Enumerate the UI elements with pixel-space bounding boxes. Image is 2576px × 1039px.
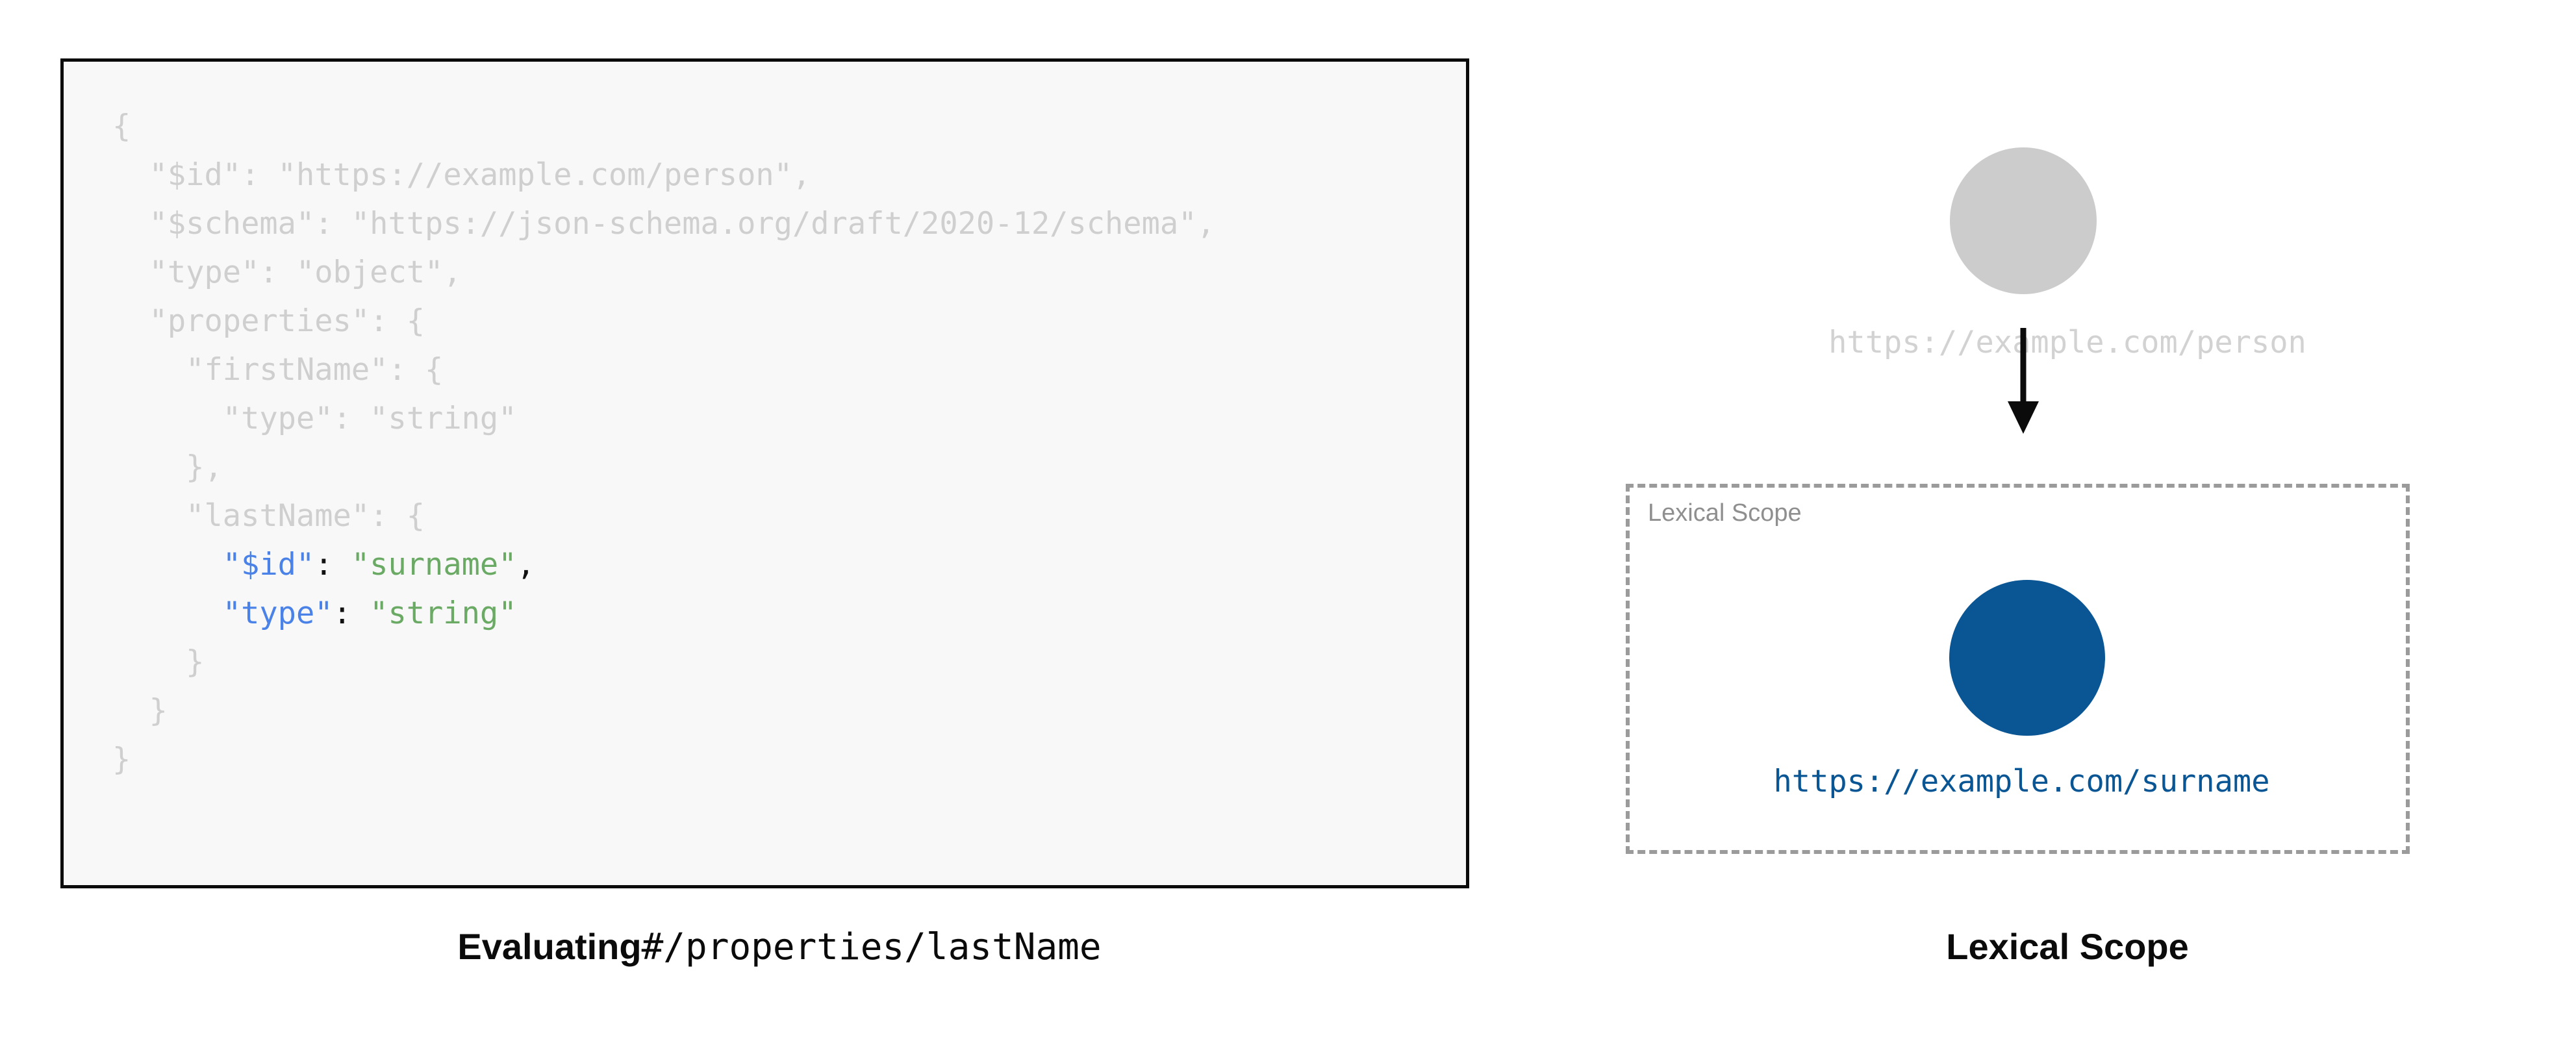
code-token: : — [333, 595, 370, 631]
outer-schema-node-label: https://example.com/person — [1828, 325, 2306, 360]
code-token — [112, 547, 223, 582]
code-line: } — [112, 735, 1215, 784]
code-token: "surname" — [351, 547, 517, 582]
code-token: { — [112, 108, 131, 144]
code-token: }, — [112, 449, 223, 485]
caption-pointer-label: #/properties/lastName — [641, 926, 1102, 968]
code-token: : — [314, 547, 351, 582]
code-line: } — [112, 638, 1215, 686]
code-token: "type" — [222, 595, 333, 631]
left-panel-caption: Evaluating#/properties/lastName — [0, 925, 1559, 968]
code-token: "$id": "https://example.com/person", — [112, 157, 811, 193]
code-line: "$schema": "https://json-schema.org/draf… — [112, 199, 1215, 248]
code-line: }, — [112, 443, 1215, 492]
lexical-scope-diagram-panel: https://example.com/person Lexical Scope… — [1559, 0, 2576, 1039]
code-token: "string" — [370, 595, 517, 631]
code-line: "properties": { — [112, 297, 1215, 345]
code-token: "type": "object", — [112, 255, 462, 290]
code-token: } — [112, 644, 205, 680]
code-line: "$id": "surname", — [112, 540, 1215, 589]
json-schema-code-block: { "$id": "https://example.com/person", "… — [60, 58, 1469, 888]
code-token: "properties": { — [112, 303, 425, 339]
code-token: "type": "string" — [112, 401, 517, 436]
code-lines-container: { "$id": "https://example.com/person", "… — [112, 102, 1215, 784]
code-token: } — [112, 693, 168, 729]
outer-schema-node-circle-icon — [1950, 147, 2097, 294]
code-token: , — [516, 547, 535, 582]
right-panel-caption: Lexical Scope — [1946, 926, 2189, 967]
code-line: } — [112, 686, 1215, 735]
code-token: "$schema": "https://json-schema.org/draf… — [112, 206, 1215, 242]
code-line: "type": "string" — [112, 394, 1215, 443]
code-line: "type": "string" — [112, 589, 1215, 638]
code-line: "$id": "https://example.com/person", — [112, 151, 1215, 199]
code-token: "firstName": { — [112, 352, 444, 388]
code-line: "firstName": { — [112, 345, 1215, 394]
code-line: { — [112, 102, 1215, 151]
code-token: "lastName": { — [112, 498, 425, 534]
code-token: "$id" — [222, 547, 315, 582]
inner-schema-node-circle-icon — [1949, 580, 2105, 736]
lexical-scope-tag-label: Lexical Scope — [1648, 499, 1802, 527]
code-line: "lastName": { — [112, 492, 1215, 540]
code-token — [112, 595, 223, 631]
code-line: "type": "object", — [112, 248, 1215, 297]
inner-schema-node-label: https://example.com/surname — [1773, 764, 2270, 799]
lexical-scope-boundary-box: Lexical Scope https://example.com/surnam… — [1626, 484, 2410, 854]
code-token: } — [112, 742, 131, 777]
downward-arrow-icon — [2008, 328, 2039, 434]
evaluating-schema-panel: { "$id": "https://example.com/person", "… — [0, 58, 1559, 968]
caption-bold-label: Evaluating — [457, 926, 642, 967]
